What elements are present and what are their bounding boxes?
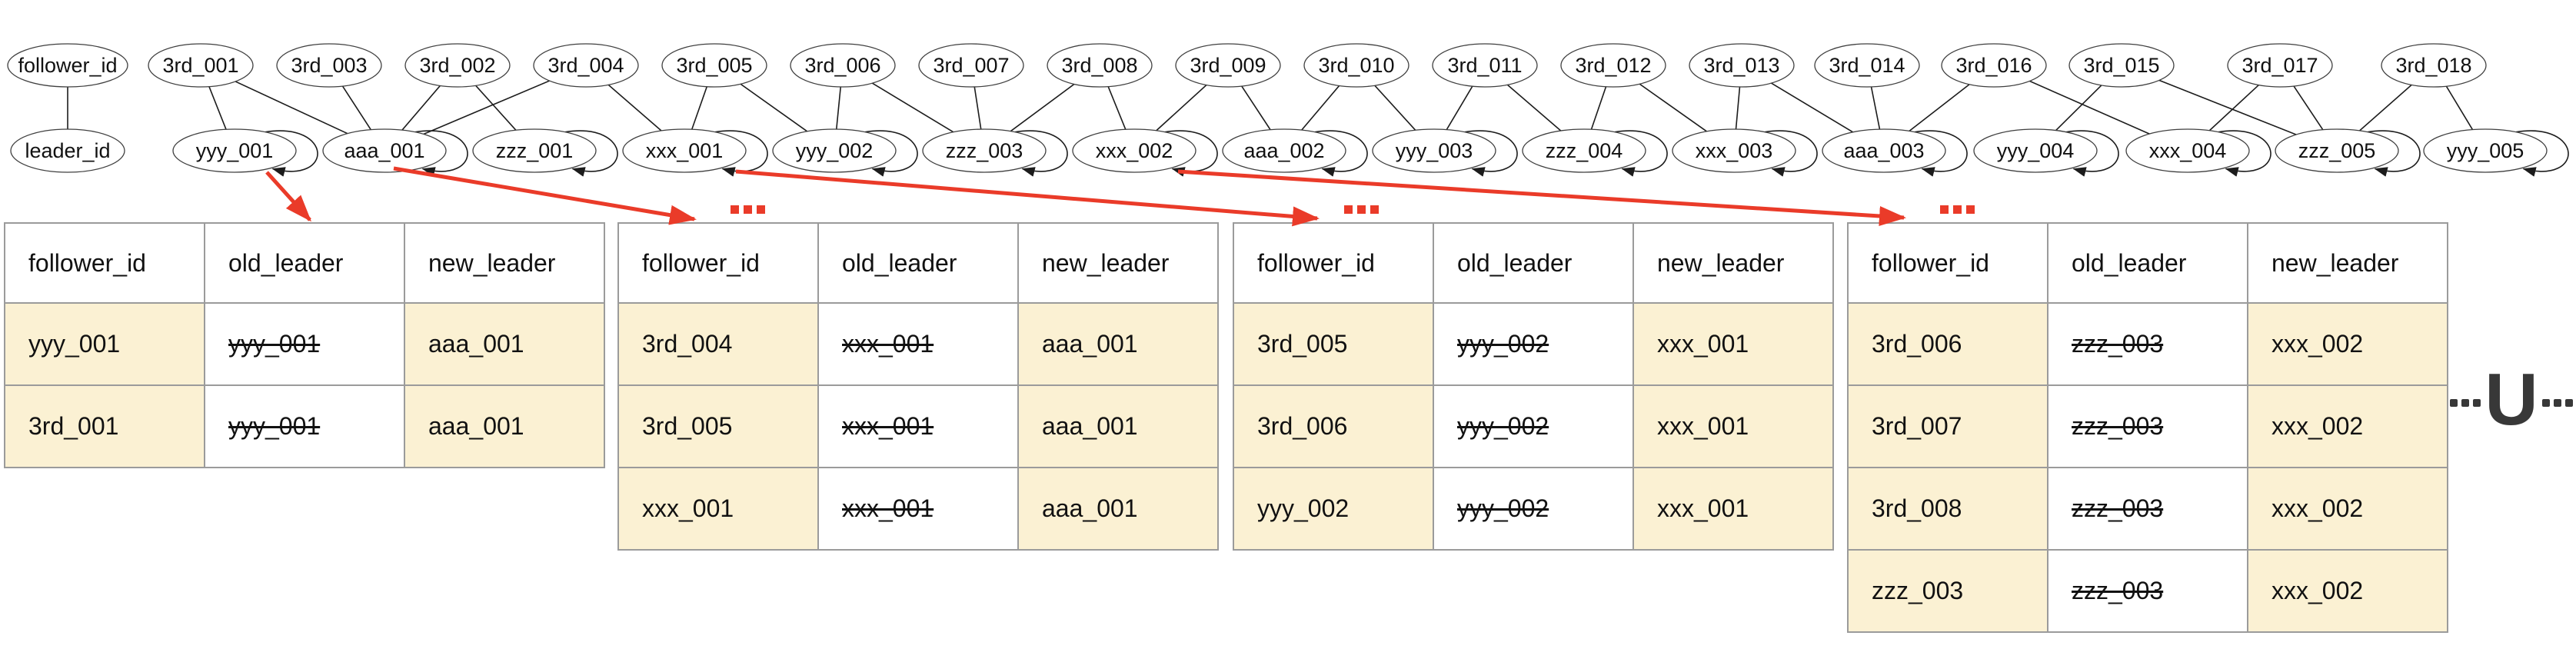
cell-old-leader: yyy_002	[1433, 384, 1634, 468]
cell-new-leader: aaa_001	[1017, 302, 1219, 386]
cell-old-leader: yyy_001	[204, 302, 405, 386]
cell-old-leader: xxx_001	[817, 467, 1019, 551]
cell-new-leader: xxx_002	[2247, 467, 2448, 551]
column-header-old_leader: old_leader	[817, 222, 1019, 304]
cell-new-leader: xxx_001	[1632, 384, 1834, 468]
cell-follower-id: 3rd_005	[617, 384, 819, 468]
cell-new-leader: aaa_001	[1017, 384, 1219, 468]
ellipsis-dots-right	[2541, 399, 2573, 407]
column-header-old_leader: old_leader	[204, 222, 405, 304]
cell-follower-id: 3rd_007	[1847, 384, 2048, 468]
column-header-old_leader: old_leader	[1433, 222, 1634, 304]
cell-follower-id: 3rd_004	[617, 302, 819, 386]
ellipsis-dot	[2564, 399, 2573, 407]
column-header-new_leader: new_leader	[1632, 222, 1834, 304]
column-header-follower_id: follower_id	[617, 222, 819, 304]
column-header-old_leader: old_leader	[2047, 222, 2248, 304]
cell-follower-id: 3rd_006	[1233, 384, 1434, 468]
cell-new-leader: xxx_002	[2247, 302, 2448, 386]
cell-new-leader: aaa_001	[1017, 467, 1219, 551]
union-symbol: U	[2484, 358, 2538, 441]
cell-old-leader: yyy_002	[1433, 302, 1634, 386]
cell-follower-id: yyy_001	[4, 302, 205, 386]
cell-follower-id: 3rd_006	[1847, 302, 2048, 386]
cell-follower-id: yyy_002	[1233, 467, 1434, 551]
cell-follower-id: 3rd_008	[1847, 467, 2048, 551]
ellipsis-dot	[2541, 399, 2550, 407]
column-header-new_leader: new_leader	[404, 222, 605, 304]
cell-old-leader: zzz_003	[2047, 467, 2248, 551]
column-header-follower_id: follower_id	[4, 222, 205, 304]
ellipsis-dot	[2461, 399, 2470, 407]
ellipsis-dot	[2450, 399, 2458, 407]
cell-old-leader: xxx_001	[817, 384, 1019, 468]
cell-new-leader: aaa_001	[404, 384, 605, 468]
cell-new-leader: xxx_002	[2247, 384, 2448, 468]
cell-new-leader: xxx_002	[2247, 549, 2448, 633]
cell-new-leader: xxx_001	[1632, 302, 1834, 386]
cell-old-leader: yyy_001	[204, 384, 405, 468]
column-header-follower_id: follower_id	[1233, 222, 1434, 304]
cell-old-leader: zzz_003	[2047, 549, 2248, 633]
cell-old-leader: zzz_003	[2047, 384, 2248, 468]
cell-new-leader: aaa_001	[404, 302, 605, 386]
column-header-follower_id: follower_id	[1847, 222, 2048, 304]
cell-follower-id: zzz_003	[1847, 549, 2048, 633]
column-header-new_leader: new_leader	[2247, 222, 2448, 304]
column-header-new_leader: new_leader	[1017, 222, 1219, 304]
cell-follower-id: 3rd_005	[1233, 302, 1434, 386]
union-ellipsis: U	[2447, 358, 2576, 448]
cell-old-leader: zzz_003	[2047, 302, 2248, 386]
ellipsis-dot	[2553, 399, 2561, 407]
ellipsis-dots-left	[2450, 399, 2481, 407]
cell-follower-id: 3rd_001	[4, 384, 205, 468]
cell-old-leader: xxx_001	[817, 302, 1019, 386]
cell-new-leader: xxx_001	[1632, 467, 1834, 551]
cell-old-leader: yyy_002	[1433, 467, 1634, 551]
cell-follower-id: xxx_001	[617, 467, 819, 551]
ellipsis-dot	[2473, 399, 2481, 407]
